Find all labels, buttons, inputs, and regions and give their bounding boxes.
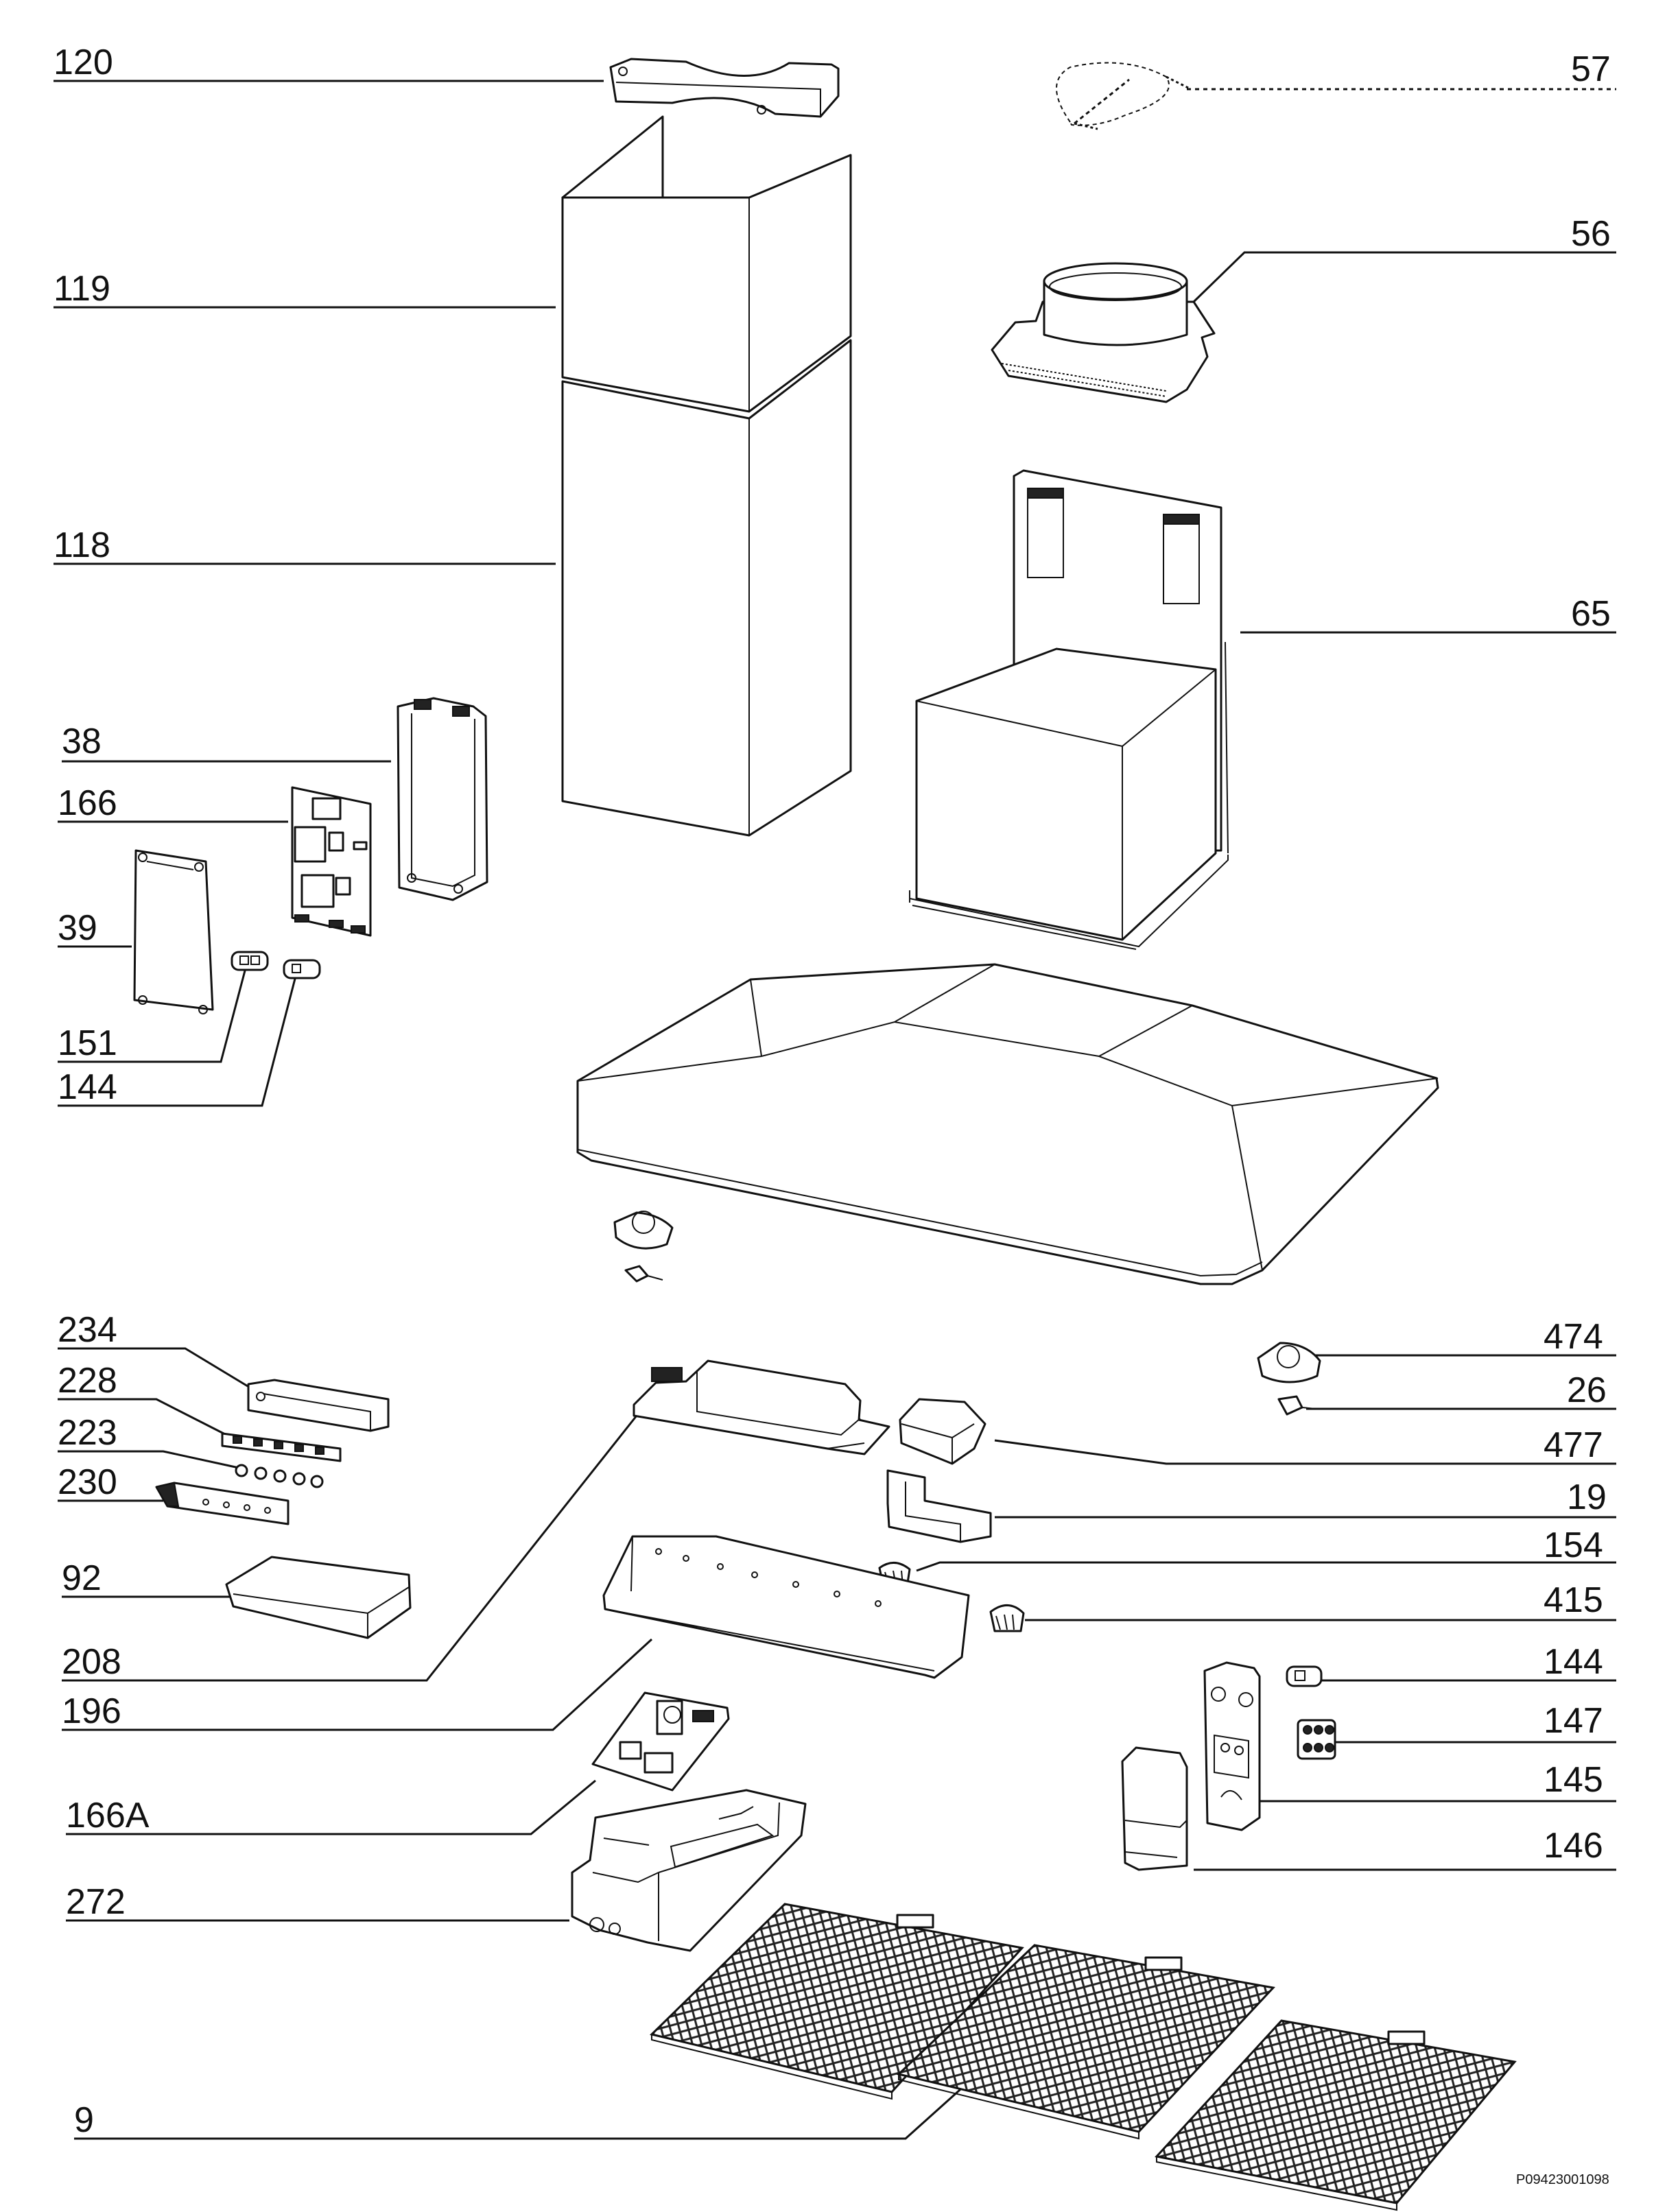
part-272-control-box <box>571 1789 807 1952</box>
part-223-buttons <box>235 1464 324 1488</box>
label-147: 147 <box>1544 1701 1603 1741</box>
label-223: 223 <box>58 1413 117 1453</box>
label-119: 119 <box>54 269 110 309</box>
part-474-lamp-holder <box>1257 1342 1321 1383</box>
label-146: 146 <box>1544 1826 1603 1866</box>
leader-151 <box>58 962 248 1063</box>
part-92-bracket <box>225 1556 412 1639</box>
part-415-clip <box>989 1604 1025 1632</box>
label-151: 151 <box>58 1023 117 1063</box>
parts <box>133 58 1517 2211</box>
label-57: 57 <box>1571 49 1611 89</box>
part-166A-pcb <box>591 1691 730 1792</box>
label-38: 38 <box>62 722 102 761</box>
label-415: 415 <box>1544 1580 1603 1620</box>
leader-228 <box>58 1398 227 1436</box>
part-230-control-panel <box>155 1482 289 1525</box>
part-166-pcb <box>291 786 372 937</box>
label-9: 9 <box>74 2100 94 2140</box>
leader-477 <box>994 1439 1616 1465</box>
filter-3 <box>1155 2019 1517 2211</box>
part-120-chimney-bracket <box>609 58 840 118</box>
filter-2 <box>896 1944 1275 2140</box>
label-65: 65 <box>1571 594 1611 634</box>
leader-196 <box>62 1638 653 1731</box>
part-39-cover-plate <box>133 849 214 1014</box>
part-9-grease-filters <box>650 1903 1517 2211</box>
part-65-housing <box>909 469 1229 950</box>
part-119-upper-chimney <box>561 115 852 413</box>
leader-234 <box>58 1347 252 1390</box>
part-228-switch <box>221 1432 342 1462</box>
label-166A: 166A <box>66 1796 150 1835</box>
leader-154 <box>916 1561 1616 1572</box>
part-477-cover <box>899 1398 986 1465</box>
part-19-bracket <box>886 1469 992 1543</box>
part-144-connector-left <box>283 959 321 979</box>
label-196: 196 <box>62 1691 121 1731</box>
label-144-left: 144 <box>58 1067 117 1107</box>
part-labels: 120 119 118 38 166 39 151 144 234 228 22… <box>54 43 1611 2187</box>
part-208-transformer <box>633 1359 890 1455</box>
part-196-light-panel <box>602 1535 970 1679</box>
label-145: 145 <box>1544 1760 1603 1800</box>
label-154: 154 <box>1544 1525 1603 1565</box>
label-228: 228 <box>58 1361 117 1401</box>
part-145-mounting-plate <box>1203 1661 1261 1831</box>
part-26-bulb <box>1277 1395 1316 1416</box>
label-26: 26 <box>1567 1370 1607 1410</box>
leader-lines <box>54 80 1616 2140</box>
label-230: 230 <box>58 1462 117 1502</box>
part-234-switch-housing <box>247 1379 390 1432</box>
label-234: 234 <box>58 1310 117 1350</box>
label-39: 39 <box>58 908 97 948</box>
leader-208 <box>62 1415 638 1682</box>
label-477: 477 <box>1544 1425 1603 1465</box>
part-38-electronics-box <box>397 697 488 901</box>
label-144-right: 144 <box>1544 1642 1603 1682</box>
label-19: 19 <box>1567 1477 1607 1517</box>
part-118-lower-chimney <box>561 339 852 837</box>
leader-223 <box>58 1450 239 1469</box>
label-92: 92 <box>62 1558 102 1598</box>
part-57-cable <box>1056 62 1189 130</box>
label-120: 120 <box>54 43 113 82</box>
label-166: 166 <box>58 783 117 823</box>
leader-56 <box>1192 251 1616 303</box>
label-272: 272 <box>66 1882 126 1922</box>
label-118: 118 <box>54 525 110 565</box>
label-208: 208 <box>62 1642 121 1682</box>
part-146-cover <box>1121 1746 1188 1871</box>
label-56: 56 <box>1571 214 1611 254</box>
leader-166A <box>66 1779 596 1835</box>
part-151-connector <box>231 951 269 971</box>
part-lamp-holder-left <box>613 1211 674 1283</box>
part-147-terminal <box>1297 1719 1336 1760</box>
part-canopy-hood <box>576 963 1439 1285</box>
leader-144-left <box>58 962 300 1107</box>
part-56-outlet-collar <box>991 262 1216 403</box>
part-144-connector-right <box>1286 1665 1323 1687</box>
label-474: 474 <box>1544 1317 1603 1357</box>
drawing-code: P09423001098 <box>1516 2172 1609 2187</box>
leader-9 <box>74 2077 974 2140</box>
